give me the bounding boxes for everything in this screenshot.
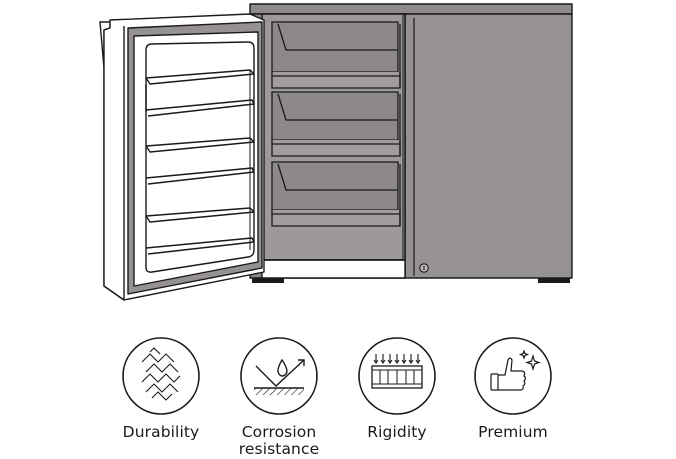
drawer-3 (271, 161, 401, 227)
feature-label-premium: Premium (478, 423, 548, 441)
lock-icon (419, 263, 429, 273)
durability-icon (122, 337, 200, 415)
cabinet-foot-right (538, 278, 570, 283)
corrosion-resistance-icon (240, 337, 318, 415)
feature-label-rigidity: Rigidity (367, 423, 427, 441)
premium-icon (474, 337, 552, 415)
rigidity-icon (358, 337, 436, 415)
feature-label-corrosion-resistance: Corrosion resistance (238, 423, 320, 458)
feature-label-durability: Durability (122, 423, 200, 441)
open-door (99, 13, 265, 301)
cabinet-foot-left (252, 278, 284, 283)
drawer-2 (271, 91, 401, 157)
drawer-1 (271, 21, 401, 89)
